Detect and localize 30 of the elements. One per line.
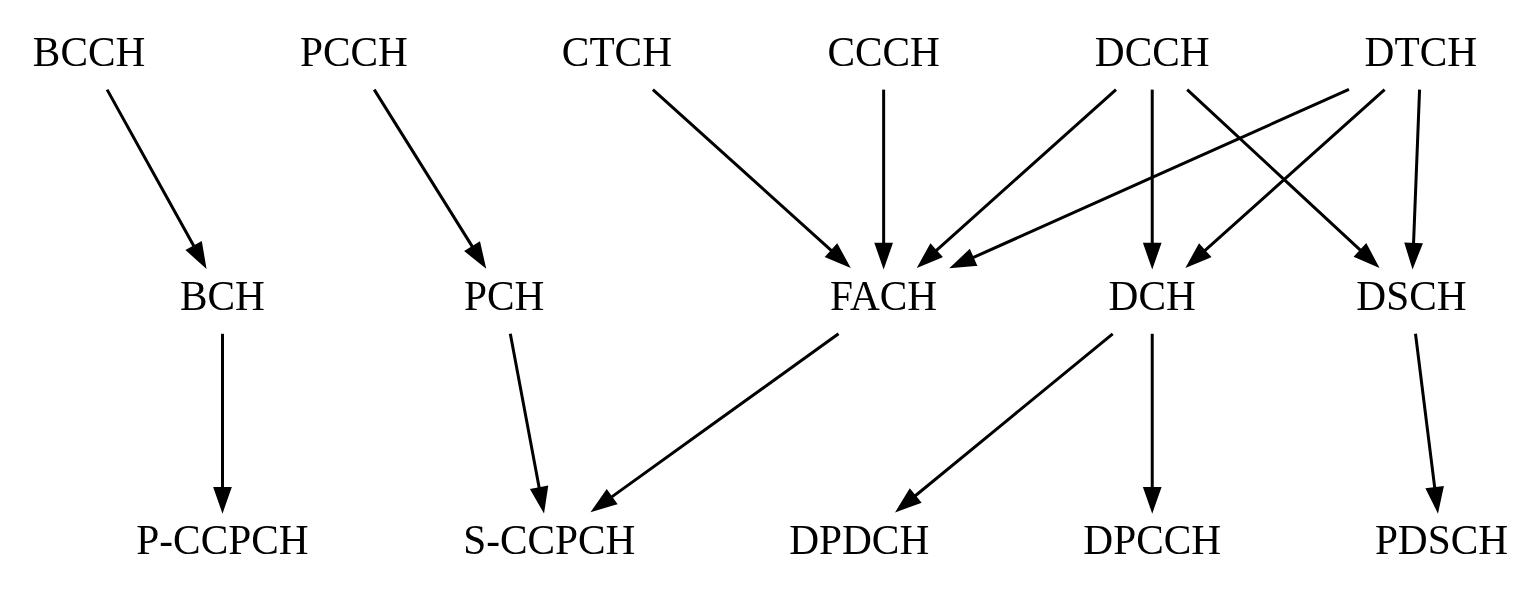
arrow: [508, 333, 549, 514]
arrow: [105, 88, 207, 269]
node-text: CCCH: [827, 28, 940, 75]
node-text: FACH: [830, 272, 938, 319]
node-text: DTCH: [1364, 28, 1478, 75]
node-text: BCCH: [32, 28, 146, 75]
arrow: [1142, 333, 1162, 514]
arrow: [1142, 89, 1162, 269]
arrow: [1404, 89, 1423, 269]
arrow: [949, 87, 1350, 268]
node-text: PDSCH: [1374, 516, 1509, 563]
node-text: DSCH: [1356, 272, 1467, 319]
node-text: DPCCH: [1083, 516, 1222, 563]
arrow: [874, 89, 893, 269]
node-text: DCH: [1108, 272, 1196, 319]
arrow: [916, 88, 1117, 268]
node-text: PCH: [464, 272, 545, 319]
arrow: [651, 88, 851, 268]
node-text: PCCH: [300, 28, 408, 75]
node-text: S-CCPCH: [463, 516, 636, 563]
node-text: CTCH: [561, 28, 673, 75]
node-text: DPDCH: [789, 516, 930, 563]
arrow: [213, 333, 232, 514]
node-text: BCH: [180, 272, 265, 319]
arrow: [372, 88, 487, 269]
node-text: DCCH: [1094, 28, 1210, 75]
node-text: P-CCPCH: [136, 516, 309, 563]
arrow: [895, 332, 1114, 512]
arrow: [590, 332, 840, 512]
arrow: [1414, 333, 1444, 514]
